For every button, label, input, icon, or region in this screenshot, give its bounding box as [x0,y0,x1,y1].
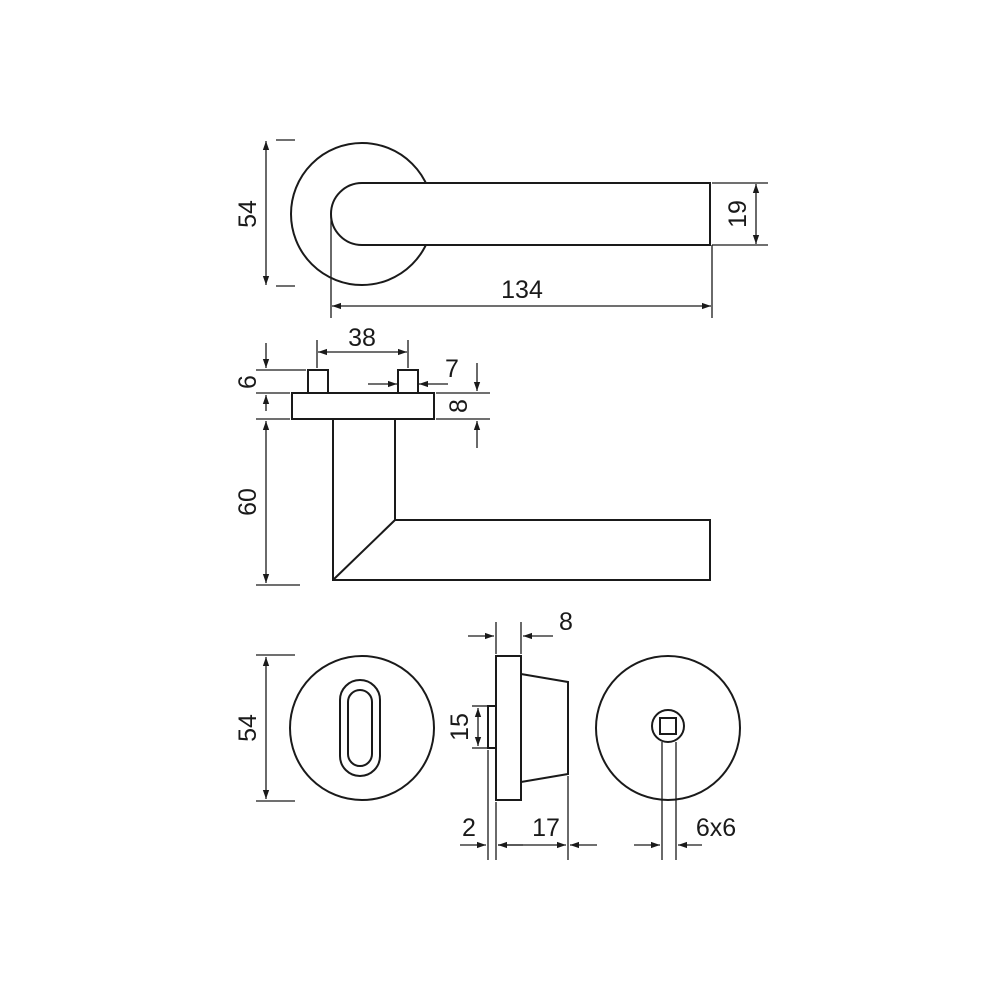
boss-cone [520,673,569,783]
escutcheon-outline [289,655,435,801]
spindle-boss [651,709,685,743]
lever-bend-edge [332,519,396,581]
lever-outline-side [332,419,711,581]
turn-rose-front-view [595,655,741,801]
dim-pin-spacing: 38 [316,324,409,368]
dim-rose-thickness: 8 [436,363,490,448]
pin-right [397,369,419,394]
rose-plate-side [291,392,435,420]
dim-pin-width: 7 [368,355,459,388]
label-boss-depth: 17 [532,814,560,842]
label-rose-thickness: 8 [445,399,473,413]
label-pin-width: 7 [445,355,459,383]
escutcheon-plate-side [495,655,522,801]
escutcheon-front-view [289,655,435,801]
label-escutcheon-diameter: 54 [234,714,262,742]
square-spindle-hole [659,717,677,735]
dim-square-spindle: 6x6 [634,742,736,860]
turn-rose-outline [595,655,741,801]
dim-boss-depth: 17 [498,776,597,860]
label-escutcheon-thickness: 8 [559,608,573,636]
lever-outline-top [330,182,711,246]
dim-lever-length: 134 [330,214,713,318]
escutcheon-side-view [487,655,569,801]
key-slot-inner [347,689,373,767]
label-lever-height: 19 [724,200,752,228]
label-lever-length: 134 [501,276,543,304]
dim-escutcheon-diameter: 54 [234,654,295,802]
lever-side-view [291,369,711,581]
dim-boss-height: 15 [446,705,487,749]
label-boss-height: 15 [446,713,474,741]
dim-plate-offset: 2 [460,750,523,860]
lever-top-view [290,142,711,286]
key-slot-outer [339,679,381,777]
label-rose-diameter-top: 54 [234,200,262,228]
dim-lever-depth: 60 [234,418,300,586]
label-pin-spacing: 38 [348,324,376,352]
pin-left [307,369,329,394]
label-square-spindle: 6x6 [696,814,736,842]
label-lever-depth: 60 [234,488,262,516]
label-pin-height: 6 [234,375,262,389]
label-plate-offset: 2 [462,814,476,842]
dim-rose-diameter-top: 54 [234,139,295,287]
dim-escutcheon-thickness: 8 [468,608,573,654]
boss-front [487,705,497,749]
dim-pin-height: 6 [234,343,306,411]
dim-lever-height: 19 [712,182,768,246]
